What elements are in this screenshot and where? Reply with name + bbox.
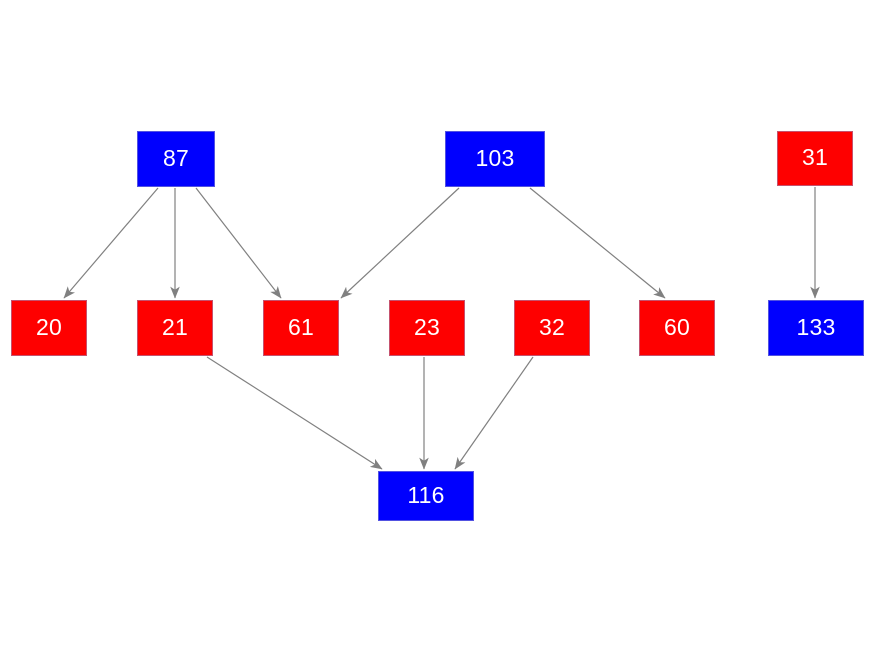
graph-node-23[interactable]: 23 (389, 300, 465, 356)
graph-node-103[interactable]: 103 (445, 131, 545, 187)
graph-node-label: 103 (475, 144, 515, 171)
edges-group (63, 187, 820, 470)
graph-node-label: 87 (163, 144, 189, 171)
graph-node-21[interactable]: 21 (137, 300, 213, 356)
graph-edge (63, 187, 159, 299)
graph-node-31[interactable]: 31 (777, 131, 853, 186)
graph-node-87[interactable]: 87 (137, 131, 215, 187)
graph-node-61[interactable]: 61 (263, 300, 339, 356)
graph-node-label: 32 (539, 313, 565, 340)
graph-edge (529, 187, 666, 299)
graph-edge (206, 356, 383, 470)
graph-node-116[interactable]: 116 (378, 471, 474, 521)
graph-node-label: 21 (162, 313, 188, 340)
graph-node-133[interactable]: 133 (768, 300, 864, 356)
graph-edge (195, 187, 282, 299)
graph-node-label: 20 (36, 313, 62, 340)
graph-node-60[interactable]: 60 (639, 300, 715, 356)
graph-node-label: 60 (664, 313, 690, 340)
graph-edge (340, 187, 460, 299)
graph-node-label: 133 (796, 313, 836, 340)
graph-node-32[interactable]: 32 (514, 300, 590, 356)
graph-node-label: 116 (407, 481, 445, 508)
graph-edge (454, 356, 534, 470)
graph-node-label: 31 (802, 144, 828, 170)
graph-node-label: 61 (288, 313, 314, 340)
graph-node-label: 23 (414, 313, 440, 340)
graph-node-20[interactable]: 20 (11, 300, 87, 356)
